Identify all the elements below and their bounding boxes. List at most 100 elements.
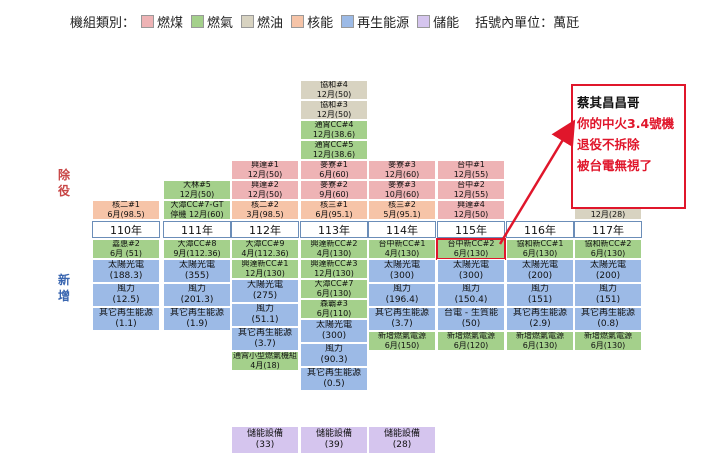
unit-name: 核三#1 [320,200,348,209]
unit-capacity: (3.7) [254,339,276,349]
note-line-1: 蔡其昌昌哥 [577,95,640,110]
unit-capacity: 5月(95.1) [383,210,421,219]
new-unit: 風力(150.4) [437,283,505,307]
unit-name: 風力 [324,344,343,354]
unit-capacity: 6月(150) [384,341,420,350]
year-header: 117年 [574,221,642,238]
unit-name: 台中新CC#1 [378,239,426,248]
legend-label-renewable: 再生能源 [357,15,410,31]
unit-name: 大潭CC#8 [177,239,217,248]
new-unit: 太陽光電(300) [300,319,368,343]
unit-capacity: (1.1) [115,319,137,329]
legend-swatch-storage [417,14,431,28]
unit-capacity: (0.8) [597,319,619,329]
unit-capacity: 9月(112.36) [173,249,221,258]
note-line-4: 被台電無視了 [577,158,653,173]
unit-capacity: (151) [595,295,621,305]
new-unit: 其它再生能源(1.1) [92,307,160,331]
unit-capacity: (1.9) [186,319,208,329]
legend-swatch-oil [241,14,255,28]
unit-name: 通霄CC#4 [314,120,354,129]
legend-label-storage: 儲能 [433,15,460,31]
new-unit: 大陽光電(275) [231,279,299,303]
unit-name: 新增燃氣電源 [584,331,632,340]
unit-name: 大潭CC#7 [314,279,354,288]
unit-name: 通霄小型燃氣機組 [233,351,297,360]
unit-capacity: 9月(60) [319,190,349,199]
unit-name: 風力 [530,284,549,294]
note-line-2: 你的中火3.4號機 [577,116,675,131]
unit-name: 太陽光電 [589,260,626,270]
unit-capacity: (0.5) [323,379,345,389]
unit-name: 通霄CC#5 [314,140,354,149]
unit-name: 太陽光電 [452,260,489,270]
unit-capacity: (200) [595,271,621,281]
unit-capacity: 12月(55) [453,190,489,199]
legend-label-oil: 燃油 [257,15,284,31]
unit-name: 協和#4 [320,80,348,89]
unit-capacity: 4月(18) [250,361,280,370]
unit-name: 麥寮#1 [320,160,348,169]
unit-capacity: 停機 12月(60) [170,210,224,219]
unit-name: 其它再生能源 [98,308,153,318]
unit-capacity: (90.3) [320,355,348,365]
new-unit: 太陽光電(200) [506,259,574,283]
new-unit: 風力(201.3) [163,283,231,307]
unit-capacity: 12月(55) [453,170,489,179]
unit-capacity: 6月(130) [590,341,626,350]
unit-name: 其它再生能源 [580,308,635,318]
unit-name: 興達#1 [251,160,279,169]
new-unit: 其它再生能源(0.5) [300,367,368,391]
unit-name: 其它再生能源 [306,368,361,378]
new-storage-unit: 儲能設備(28) [368,426,436,454]
new-unit: 太陽光電(188.3) [92,259,160,283]
unit-capacity: 6月(130) [522,249,558,258]
new-unit: 風力(196.4) [368,283,436,307]
unit-name: 核二#1 [112,200,140,209]
new-unit: 其它再生能源(2.9) [506,307,574,331]
new-unit: 台電 - 生質能(50) [437,307,505,331]
unit-capacity: (275) [252,291,278,301]
unit-name: 風力 [461,284,480,294]
new-unit: 其它再生能源(3.7) [231,327,299,351]
new-unit: 太陽光電(300) [437,259,505,283]
unit-name: 新增燃氣電源 [378,331,426,340]
unit-name: 核三#2 [388,200,416,209]
new-unit: 風力(151) [574,283,642,307]
new-unit: 太陽光電(300) [368,259,436,283]
unit-capacity: 6月(130) [316,289,352,298]
legend: 機組類別： 燃煤 燃氣 燃油 核能 再生能源 儲能 括號內單位：萬瓩 [70,10,579,32]
year-header: 116年 [506,221,574,238]
unit-name: 儲能設備 [315,429,352,439]
unit-name: 麥寮#3 [388,180,416,189]
unit-name: 太陽光電 [521,260,558,270]
unit-capacity: (300) [458,271,484,281]
unit-name: 風力 [598,284,617,294]
unit-capacity: 6月(110) [316,309,352,318]
unit-capacity: (300) [321,331,347,341]
unit-name: 儲能設備 [246,429,283,439]
unit-capacity: 12月(38.6) [312,130,356,139]
legend-label-gas: 燃氣 [207,15,234,31]
unit-capacity: 4月(130) [316,249,352,258]
unit-capacity: 12月(130) [245,269,285,278]
unit-name: 麥寮#3 [388,160,416,169]
unit-capacity: 12月(38.6) [312,150,356,159]
unit-name: 大林#5 [183,180,211,189]
unit-capacity: 6月(120) [453,341,489,350]
unit-capacity: 12月(28) [590,210,626,219]
